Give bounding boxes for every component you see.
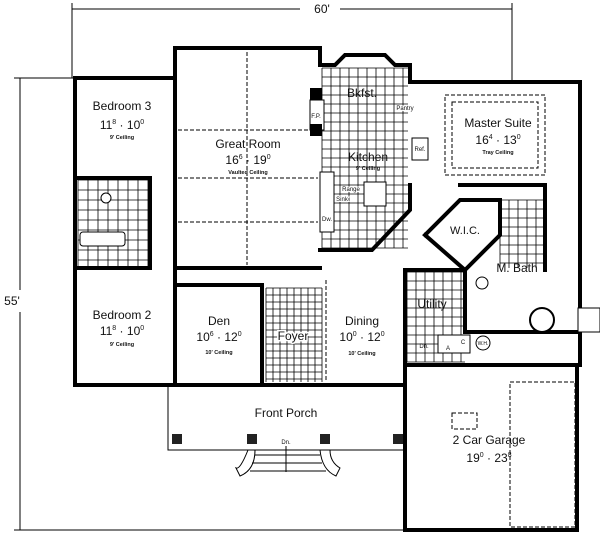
room-garage: 2 Car Garage 190 · 238 <box>453 433 526 465</box>
ac-label-a: A <box>446 346 450 352</box>
garage-stairs <box>451 412 478 430</box>
tile-floor <box>77 67 546 382</box>
room-dimensions: 118 · 100 <box>100 118 144 132</box>
refrigerator <box>411 137 429 161</box>
room-name: Great Room <box>215 137 280 151</box>
porch-column <box>247 434 257 444</box>
ceiling-note: 10' Ceiling <box>348 351 375 357</box>
width-dimension: 60' <box>71 2 513 82</box>
room-great-room: Great Room 166 · 190 Vaulted Ceiling <box>215 137 280 176</box>
ceiling-note: Vaulted Ceiling <box>228 170 267 176</box>
room-name: Bedroom 2 <box>93 308 152 322</box>
room-dimensions: 190 · 238 <box>466 451 511 465</box>
porch-column <box>172 434 182 444</box>
room-name: Dining <box>345 314 379 328</box>
range-label: Range <box>342 187 360 193</box>
room-name: Den <box>208 314 230 328</box>
room-den: Den 106 · 120 10' Ceiling <box>196 314 241 356</box>
room-name: Kitchen <box>348 150 388 164</box>
porch-steps <box>234 446 341 477</box>
room-dining: Dining 100 · 120 10' Ceiling <box>339 314 384 357</box>
room-dimensions: 118 · 100 <box>100 324 144 338</box>
dishwasher-label: Dw. <box>322 217 332 223</box>
sink-label: Sink <box>336 197 349 203</box>
porch-stair-down-label: Dn. <box>281 440 291 446</box>
room-bedroom2: Bedroom 2 118 · 100 9' Ceiling <box>93 308 152 348</box>
room-bedroom3: Bedroom 3 118 · 100 9' Ceiling <box>93 99 152 141</box>
room-master-bath: M. Bath <box>496 261 537 275</box>
room-dimensions: 164 · 130 <box>475 133 520 147</box>
room-front-porch: Front Porch <box>255 406 318 420</box>
room-wic: W.I.C. <box>450 225 480 237</box>
utility-stair-down-label: Dn. <box>419 344 429 350</box>
range <box>363 181 387 207</box>
room-name: 2 Car Garage <box>453 433 526 447</box>
pantry-label: Pantry <box>396 106 413 112</box>
walls <box>73 46 582 532</box>
water-heater <box>475 335 491 351</box>
room-name: Bedroom 3 <box>93 99 152 113</box>
room-dimensions: 166 · 190 <box>225 153 270 167</box>
depth-label: 55' <box>4 294 20 308</box>
fireplace-label: F.P. <box>311 114 321 120</box>
room-kitchen: Kitchen 9' Ceiling <box>348 150 388 172</box>
ceiling-note: 9' Ceiling <box>110 342 134 348</box>
room-master-suite: Master Suite 164 · 130 Tray Ceiling <box>464 116 532 156</box>
exterior-unit <box>577 307 600 333</box>
ceiling-note: 9' Ceiling <box>356 166 380 172</box>
depth-dimension: 55' <box>4 77 405 531</box>
front-porch <box>167 385 405 477</box>
bathtub <box>79 231 126 247</box>
ac-unit <box>437 334 471 354</box>
room-name: Master Suite <box>464 116 532 130</box>
toilet <box>100 192 112 204</box>
toilet <box>475 276 489 290</box>
porch-column <box>393 434 403 444</box>
room-utility: Utility <box>417 297 446 311</box>
room-foyer: Foyer <box>278 329 309 343</box>
width-label: 60' <box>314 2 330 16</box>
room-bkfst: Bkfst. <box>347 86 377 100</box>
fixtures <box>79 88 600 430</box>
ceiling-note: 10' Ceiling <box>205 350 232 356</box>
ceiling-outlines <box>178 52 576 528</box>
water-heater-label: W.H. <box>478 341 489 347</box>
counter <box>319 171 335 233</box>
room-dimensions: 106 · 120 <box>196 330 241 344</box>
refrigerator-label: Ref. <box>414 147 425 153</box>
ceiling-note: Tray Ceiling <box>482 150 513 156</box>
room-dimensions: 100 · 120 <box>339 330 384 344</box>
bathtub <box>529 307 555 333</box>
porch-column <box>320 434 330 444</box>
ac-label-c: C <box>461 340 466 346</box>
ceiling-note: 9' Ceiling <box>110 135 134 141</box>
